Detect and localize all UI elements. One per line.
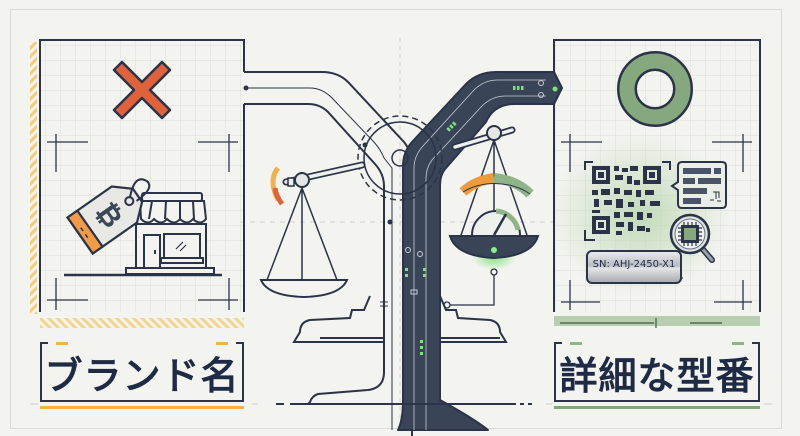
gear-icon bbox=[357, 115, 443, 201]
model-number-label: 詳細な型番 bbox=[559, 353, 755, 398]
gauge-meter-icon bbox=[443, 125, 540, 309]
right-panel bbox=[550, 39, 761, 328]
accent-dash bbox=[732, 342, 744, 345]
outer-frame bbox=[10, 9, 782, 429]
brand-name-label-box: ブランド名 bbox=[40, 342, 244, 402]
left-panel: ₿ bbox=[30, 39, 245, 328]
corner-mark bbox=[40, 342, 48, 344]
model-number-label-box: 詳細な型番 bbox=[554, 342, 760, 402]
accent-dash bbox=[216, 342, 228, 345]
scale-base bbox=[292, 295, 508, 343]
storefront-icon bbox=[125, 192, 215, 275]
brand-name-label: ブランド名 bbox=[44, 353, 240, 398]
accent-dash bbox=[570, 342, 582, 345]
accent-dash bbox=[56, 342, 68, 345]
magnifier-chip-icon bbox=[669, 213, 715, 263]
corner-mark bbox=[752, 342, 760, 344]
bitcoin-price-tag-icon: ₿ bbox=[65, 178, 151, 256]
serial-plate-icon: SN: AHJ-2450-X1 bbox=[586, 250, 682, 284]
corner-mark bbox=[236, 342, 244, 344]
serial-number-text: SN: AHJ-2450-X1 bbox=[592, 258, 676, 270]
brand-underline bbox=[40, 406, 244, 409]
model-underline bbox=[554, 406, 760, 409]
balance-scale-icon bbox=[259, 161, 366, 299]
qr-code-icon bbox=[584, 161, 671, 241]
cross-mark-icon bbox=[112, 60, 172, 120]
circle-mark-icon bbox=[617, 51, 693, 127]
chat-bubble-icon bbox=[670, 161, 727, 209]
corner-mark bbox=[554, 342, 562, 344]
